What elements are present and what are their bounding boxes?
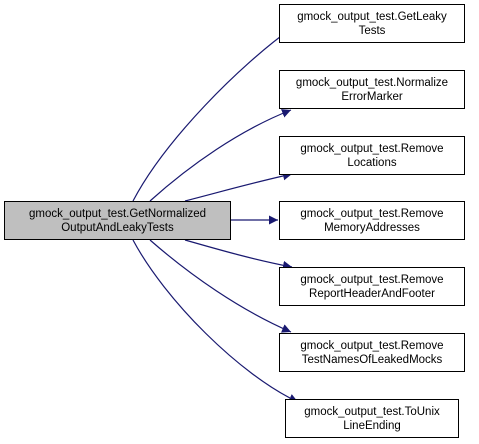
callee-node-label-line1: gmock_output_test.Remove bbox=[300, 339, 444, 352]
callee-node-label-line2: Tests bbox=[358, 24, 386, 37]
callee-node-remove-test-names-of-leaked-mocks[interactable]: gmock_output_test.Remove TestNamesOfLeak… bbox=[279, 333, 465, 372]
root-node-label-line1: gmock_output_test.GetNormalized bbox=[28, 207, 207, 220]
edge-to-normalize-error-marker bbox=[149, 109, 292, 202]
callee-node-label-line1: gmock_output_test.Remove bbox=[300, 207, 444, 220]
callee-node-to-unix-line-ending[interactable]: gmock_output_test.ToUnix LineEnding bbox=[285, 399, 459, 438]
callee-node-remove-memory-addresses[interactable]: gmock_output_test.Remove MemoryAddresses bbox=[279, 201, 465, 240]
edge-to-to-unix-line-ending bbox=[132, 239, 299, 403]
callee-node-label-line2: LineEnding bbox=[343, 419, 401, 432]
callee-node-label-line2: TestNamesOfLeakedMocks bbox=[301, 353, 443, 366]
edge-to-remove-report-header-and-footer bbox=[184, 239, 293, 270]
callee-node-label-line2: Locations bbox=[347, 156, 397, 169]
edge-to-remove-test-names-of-leaked-mocks bbox=[149, 239, 292, 333]
callee-node-label-line1: gmock_output_test.GetLeaky bbox=[297, 10, 447, 23]
callee-node-label-line1: gmock_output_test.Remove bbox=[300, 273, 444, 286]
callee-node-label-line1: gmock_output_test.Remove bbox=[300, 142, 444, 155]
callee-node-label-line1: gmock_output_test.Normalize bbox=[295, 76, 449, 89]
root-node[interactable]: gmock_output_test.GetNormalized OutputAn… bbox=[4, 201, 231, 240]
edge-to-get-leaky-tests bbox=[132, 27, 293, 202]
callee-node-remove-locations[interactable]: gmock_output_test.Remove Locations bbox=[279, 136, 465, 175]
callee-node-label-line2: ErrorMarker bbox=[341, 90, 403, 103]
edge-to-remove-locations bbox=[184, 171, 293, 202]
callee-node-label-line1: gmock_output_test.ToUnix bbox=[304, 405, 440, 418]
callee-node-get-leaky-tests[interactable]: gmock_output_test.GetLeaky Tests bbox=[279, 4, 465, 43]
callee-node-remove-report-header-and-footer[interactable]: gmock_output_test.Remove ReportHeaderAnd… bbox=[279, 267, 465, 306]
root-node-label-line2: OutputAndLeakyTests bbox=[61, 221, 174, 234]
callee-node-label-line2: MemoryAddresses bbox=[324, 221, 420, 234]
callee-node-label-line2: ReportHeaderAndFooter bbox=[309, 287, 435, 300]
callee-node-normalize-error-marker[interactable]: gmock_output_test.Normalize ErrorMarker bbox=[279, 70, 465, 109]
